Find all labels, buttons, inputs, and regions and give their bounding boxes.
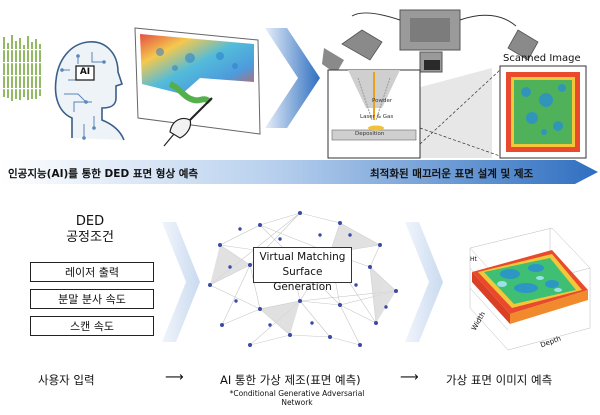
ai-badge: AI bbox=[79, 67, 91, 77]
ai-head-illustration bbox=[54, 41, 125, 141]
param-laser-power: 레이저 출력 bbox=[30, 262, 154, 282]
input-title-line2: 공정조건 bbox=[66, 230, 114, 245]
z-axis-label: Ht bbox=[470, 256, 477, 263]
flow-chevron-top bbox=[265, 28, 320, 128]
process-banner-arrow bbox=[0, 160, 598, 184]
flow-step-surface-prediction: 가상 표면 이미지 예측 bbox=[446, 373, 553, 387]
banner-right-text: 최적화된 매끄러운 표면 설계 및 제조 bbox=[370, 168, 534, 180]
cgan-note-line1: *Conditional Generative Adversarial bbox=[229, 389, 365, 398]
input-section-title: DED 공정조건 bbox=[30, 214, 150, 246]
flow-arrow-2: ⟶ bbox=[400, 370, 419, 385]
input-title-line1: DED bbox=[75, 214, 105, 229]
cgan-footnote: *Conditional Generative Adversarial Netw… bbox=[222, 389, 372, 407]
vm-line1: Virtual Matching bbox=[259, 251, 346, 263]
vm-line2: Surface Generation bbox=[273, 266, 332, 293]
ded-machine-illustration bbox=[322, 9, 587, 160]
deposition-label: Deposition bbox=[355, 131, 385, 137]
param-powder-feed-rate: 분말 분사 속도 bbox=[30, 289, 154, 309]
flow-chevron-2 bbox=[405, 222, 443, 342]
flow-step-ai-manufacturing: AI 통한 가상 제조(표면 예측) bbox=[220, 373, 361, 387]
cgan-note-line2: Network bbox=[281, 398, 313, 407]
binary-code-graphic bbox=[2, 35, 42, 101]
virtual-matching-box: Virtual Matching Surface Generation bbox=[253, 247, 352, 293]
flow-step-user-input: 사용자 입력 bbox=[38, 373, 95, 387]
predicted-surface-3d-plot bbox=[469, 227, 591, 351]
flow-chevron-1 bbox=[162, 222, 200, 342]
param-scan-speed: 스캔 속도 bbox=[30, 316, 154, 336]
gan-network-diagram bbox=[208, 211, 398, 347]
surface-heatmap-canvas bbox=[134, 27, 261, 147]
powder-label: Powder bbox=[372, 98, 393, 104]
laser-gas-label: Laser & Gas bbox=[360, 114, 394, 120]
flow-arrow-1: ⟶ bbox=[165, 370, 184, 385]
banner-left-text: 인공지능(AI)를 통한 DED 표면 형상 예측 bbox=[8, 168, 199, 180]
scanned-image-label: Scanned Image bbox=[503, 53, 581, 64]
